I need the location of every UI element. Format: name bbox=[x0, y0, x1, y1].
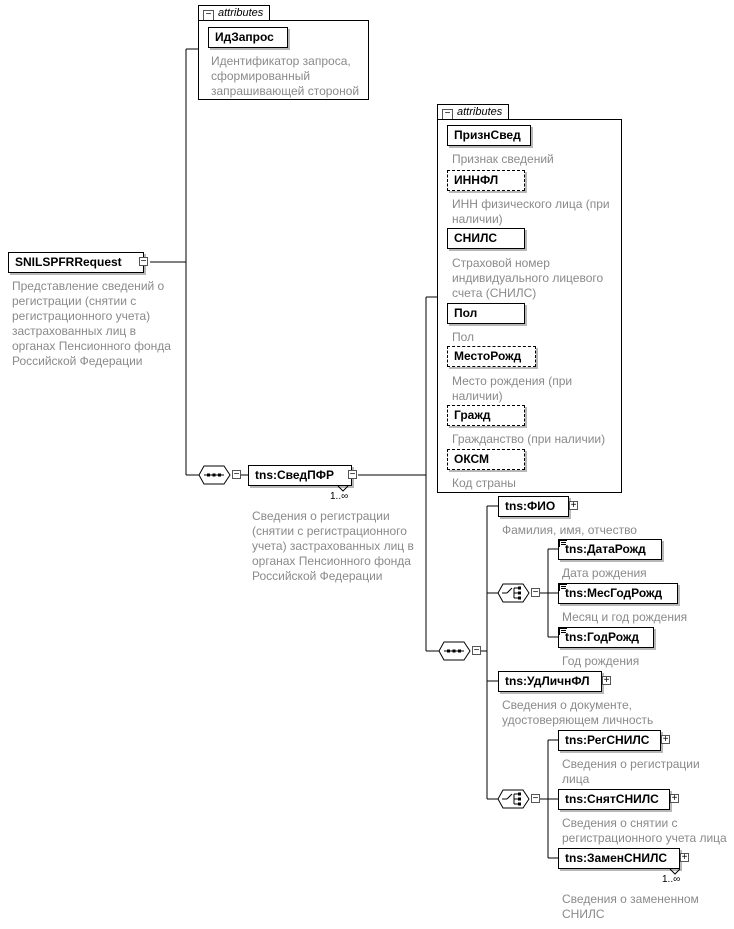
element-name: tns:МесГодРожд bbox=[565, 586, 663, 600]
element-zamensnils[interactable]: tns:ЗаменСНИЛС bbox=[558, 848, 680, 869]
element-name: tns:СведПФР bbox=[255, 468, 335, 482]
expand-icon[interactable]: + bbox=[602, 675, 611, 686]
element-description: Год рождения bbox=[562, 654, 640, 668]
collapse-icon[interactable]: − bbox=[472, 645, 481, 656]
choice-compositor-icon[interactable] bbox=[497, 789, 533, 810]
element-description: Фамилия, имя, отчество bbox=[502, 523, 637, 537]
element-godrozhd[interactable]: tns:ГодРожд bbox=[558, 627, 654, 648]
attribute-oksm[interactable]: ОКСМ bbox=[447, 449, 525, 470]
element-snyatsnils[interactable]: tns:СнятСНИЛС bbox=[558, 789, 670, 810]
attribute-description: ИНН физического лица (при наличии) bbox=[452, 197, 610, 226]
element-name: tns:ЗаменСНИЛС bbox=[565, 851, 668, 865]
element-udlichnfl[interactable]: tns:УдЛичнФЛ bbox=[498, 671, 602, 692]
choice-compositor-icon[interactable] bbox=[497, 583, 533, 604]
element-fio[interactable]: tns:ФИО bbox=[498, 496, 569, 517]
element-name: tns:ГодРожд bbox=[565, 630, 639, 644]
attribute-pol[interactable]: Пол bbox=[447, 303, 525, 324]
simple-type-icon bbox=[559, 628, 567, 635]
element-name: tns:ФИО bbox=[505, 499, 556, 513]
element-sved-pfr[interactable]: tns:СведПФР bbox=[248, 465, 352, 486]
collapse-icon[interactable]: − bbox=[531, 793, 540, 804]
element-mesgodrozhd[interactable]: tns:МесГодРожд bbox=[558, 583, 678, 604]
simple-type-icon bbox=[559, 540, 567, 547]
sequence-compositor-icon[interactable] bbox=[198, 465, 234, 486]
attribute-description: Место рождения (при наличии) bbox=[452, 374, 573, 403]
attribute-description: Пол bbox=[452, 330, 475, 344]
attribute-description: Код страны bbox=[452, 476, 516, 490]
attribute-name: Гражд bbox=[454, 408, 491, 422]
attributes-header: attributes bbox=[457, 106, 503, 118]
attribute-idzapros[interactable]: ИдЗапрос bbox=[208, 27, 288, 48]
repeat-marker-icon bbox=[337, 486, 349, 492]
attribute-description: Идентификатор запроса, сформированный за… bbox=[211, 54, 360, 98]
root-element-description: Представление сведений о регистрации (сн… bbox=[12, 279, 171, 368]
element-name: tns:СнятСНИЛС bbox=[565, 792, 659, 806]
element-datarozhd[interactable]: tns:ДатаРожд bbox=[558, 539, 662, 560]
collapse-icon[interactable]: − bbox=[531, 587, 540, 598]
element-description: Сведения о снятии с регистрационного уче… bbox=[562, 816, 727, 845]
element-regsnils[interactable]: tns:РегСНИЛС bbox=[558, 730, 661, 751]
attribute-name: ОКСМ bbox=[454, 452, 490, 466]
attributes-header: attributes bbox=[218, 7, 264, 19]
element-description: Сведения о регистрации лица bbox=[562, 757, 700, 786]
attribute-name: ИдЗапрос bbox=[215, 30, 274, 44]
sequence-compositor-icon[interactable] bbox=[438, 641, 474, 662]
attribute-innfl[interactable]: ИННФЛ bbox=[447, 170, 525, 191]
repeat-marker-icon bbox=[669, 869, 681, 875]
multiplicity-label: 1..∞ bbox=[330, 491, 349, 502]
attribute-name: Пол bbox=[454, 306, 478, 320]
element-name: tns:ДатаРожд bbox=[565, 542, 646, 556]
element-name: tns:РегСНИЛС bbox=[565, 733, 650, 747]
element-description: Сведения о замененном СНИЛС bbox=[562, 892, 699, 921]
root-element-box[interactable]: SNILSPFRRequest bbox=[8, 252, 144, 273]
multiplicity-label: 1..∞ bbox=[662, 874, 681, 885]
attribute-grazhd[interactable]: Гражд bbox=[447, 405, 525, 426]
attribute-name: ИННФЛ bbox=[454, 173, 499, 187]
element-description: Дата рождения bbox=[562, 566, 647, 580]
attribute-description: Признак сведений bbox=[452, 152, 554, 166]
expand-icon[interactable]: + bbox=[661, 734, 670, 745]
element-description: Месяц и год рождения bbox=[562, 610, 688, 624]
attribute-snils[interactable]: СНИЛС bbox=[447, 228, 525, 249]
attribute-description: Гражданство (при наличии) bbox=[452, 432, 606, 446]
attribute-mestorozhd[interactable]: МестоРожд bbox=[447, 346, 536, 367]
expand-icon[interactable]: + bbox=[680, 852, 689, 863]
element-description: Сведения о регистрации (снятии с регистр… bbox=[252, 509, 414, 583]
attribute-description: Страховой номер индивидуального лицевого… bbox=[452, 256, 604, 300]
element-name: tns:УдЛичнФЛ bbox=[505, 674, 590, 688]
attribute-name: СНИЛС bbox=[454, 231, 498, 245]
sved-attributes-tab[interactable]: −attributes bbox=[437, 104, 510, 120]
attribute-name: МестоРожд bbox=[454, 349, 522, 363]
attribute-name: ПризнСвед bbox=[454, 128, 521, 142]
collapse-icon[interactable]: − bbox=[139, 256, 148, 267]
element-description: Сведения о документе, удостоверяющем лич… bbox=[502, 698, 654, 727]
root-element-name: SNILSPFRRequest bbox=[15, 255, 122, 269]
expand-icon[interactable]: + bbox=[670, 793, 679, 804]
root-attributes-tab[interactable]: −attributes bbox=[198, 5, 271, 21]
simple-type-icon bbox=[559, 584, 567, 591]
expand-icon[interactable]: + bbox=[569, 500, 578, 511]
attribute-priznsved[interactable]: ПризнСвед bbox=[447, 125, 531, 146]
collapse-icon[interactable]: − bbox=[232, 469, 241, 480]
collapse-icon[interactable]: − bbox=[348, 469, 357, 480]
